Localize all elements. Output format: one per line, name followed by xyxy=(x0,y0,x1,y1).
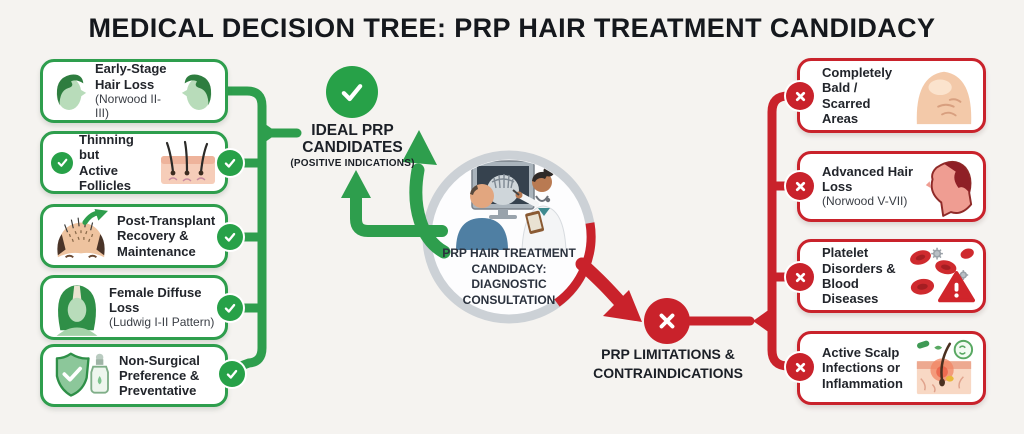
ideal-candidates-label: IDEAL PRP CANDIDATES (POSITIVE INDICATIO… xyxy=(280,122,425,170)
card-text: Advanced Hair Loss (Norwood V-VII) xyxy=(822,164,915,209)
card-title: Advanced Hair Loss xyxy=(822,163,914,195)
ideal-card-female-diffuse: Female Diffuse Loss (Ludwig I-II Pattern… xyxy=(40,275,228,340)
card-title: Post-Transplant Recovery & Maintenance xyxy=(117,213,216,259)
active-follicle-icon xyxy=(161,140,215,184)
card-text: Early-Stage Hair Loss (Norwood II-III) xyxy=(95,61,173,120)
card-subtitle: (Ludwig I-II Pattern) xyxy=(109,315,215,330)
card-title: Female Diffuse Loss xyxy=(109,284,202,316)
check-icon xyxy=(51,151,73,174)
card-text: Post-Transplant Recovery & Maintenance xyxy=(117,213,217,259)
transplant-regrowth-head-icon xyxy=(57,209,108,259)
check-icon xyxy=(219,361,245,387)
card-title: Non-Surgical Preference & Preventative xyxy=(119,352,200,399)
ideal-label-line3: (POSITIVE INDICATIONS) xyxy=(290,158,415,170)
limit-card-platelet-disorders: Platelet Disorders & Blood Diseases xyxy=(797,239,986,313)
page-title-emphasis: PRP HAIR TREATMENT CANDIDACY xyxy=(454,13,936,43)
receding-hairline-head-left-icon xyxy=(56,74,87,110)
card-text: Female Diffuse Loss (Ludwig I-II Pattern… xyxy=(109,285,217,330)
consultation-label: PRP HAIR TREATMENT CANDIDACY: DIAGNOSTIC… xyxy=(442,246,576,307)
page-title-prefix: MEDICAL DECISION TREE: xyxy=(88,13,455,43)
limit-card-scalp-infection: Active Scalp Infections or Inflammation xyxy=(797,331,986,405)
limit-card-advanced-loss: Advanced Hair Loss (Norwood V-VII) xyxy=(797,151,986,222)
doctor-patient-illustration xyxy=(456,160,567,251)
limitations-label-line1: PRP LIMITATIONS & xyxy=(601,346,735,362)
card-text: Thinning but Active Follicles xyxy=(79,132,153,193)
scalp-infection-icon xyxy=(916,339,974,395)
blood-cells-warning-icon xyxy=(910,247,975,303)
bald-scalp-icon xyxy=(916,71,972,124)
ideal-card-post-transplant: Post-Transplant Recovery & Maintenance xyxy=(40,204,228,268)
x-icon xyxy=(786,263,814,291)
female-diffuse-loss-icon xyxy=(56,284,98,336)
check-icon xyxy=(217,150,243,176)
card-text: Non-Surgical Preference & Preventative xyxy=(119,353,217,399)
card-text: Platelet Disorders & Blood Diseases xyxy=(822,245,897,306)
limitations-bracket-tip xyxy=(753,306,774,336)
ideal-label-line1: IDEAL PRP xyxy=(311,122,394,139)
page-title: MEDICAL DECISION TREE: PRP HAIR TREATMEN… xyxy=(0,13,1024,44)
limitations-label: PRP LIMITATIONS & CONTRAINDICATIONS xyxy=(578,345,758,383)
x-icon xyxy=(786,82,814,110)
card-title: Platelet Disorders & Blood Diseases xyxy=(822,245,896,307)
x-icon xyxy=(786,172,814,200)
card-title: Early-Stage Hair Loss xyxy=(95,61,167,92)
ideal-check-icon xyxy=(326,66,378,118)
card-title: Active Scalp Infections or Inflammation xyxy=(822,345,903,391)
x-icon xyxy=(786,353,814,381)
receding-hairline-head-right-icon xyxy=(181,74,212,110)
limit-card-bald-scarred: Completely Bald / Scarred Areas xyxy=(797,58,986,133)
limitations-x-icon xyxy=(644,298,690,344)
limitations-label-line2: CONTRAINDICATIONS xyxy=(593,364,743,381)
ideal-label-line2: CANDIDATES xyxy=(302,138,403,156)
card-title: Completely Bald / Scarred Areas xyxy=(822,64,893,126)
limitations-arrow xyxy=(575,257,642,322)
shield-check-serum-icon xyxy=(55,352,109,397)
check-icon xyxy=(217,295,243,321)
limitations-branch-bracket xyxy=(685,91,799,371)
check-icon xyxy=(217,224,243,250)
advanced-loss-head-icon xyxy=(925,160,973,217)
card-text: Active Scalp Infections or Inflammation xyxy=(822,345,907,391)
ideal-bracket-tip xyxy=(258,119,278,147)
card-title: Thinning but Active Follicles xyxy=(79,131,134,193)
ideal-card-thinning: Thinning but Active Follicles xyxy=(40,131,228,194)
ideal-card-non-surgical: Non-Surgical Preference & Preventative xyxy=(40,344,228,407)
card-subtitle: (Norwood II-III) xyxy=(95,92,162,120)
ideal-card-early-stage: Early-Stage Hair Loss (Norwood II-III) xyxy=(40,59,228,123)
card-text: Completely Bald / Scarred Areas xyxy=(822,65,907,126)
card-subtitle: (Norwood V-VII) xyxy=(822,194,908,209)
